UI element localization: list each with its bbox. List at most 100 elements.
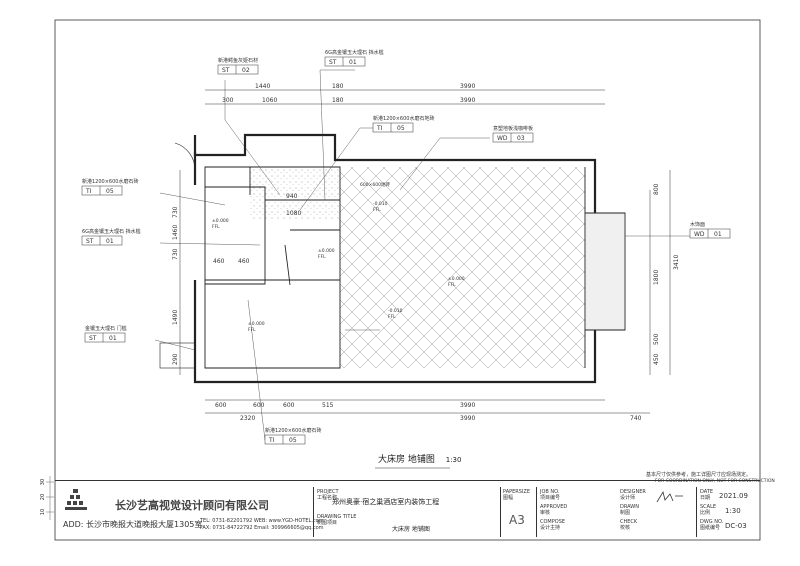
label-code-st01_door: 01 <box>109 335 117 342</box>
approved-label-cn: 审核 <box>540 510 551 516</box>
wood-panel-floor <box>585 213 625 330</box>
check-label-en: CHECK <box>620 519 638 525</box>
label-box-st01_top <box>324 56 366 67</box>
label-desc-ti05_left: 新港1200×600水磨石砖 <box>82 178 138 185</box>
label-box-st02 <box>217 64 259 75</box>
dim-right-0: 800 <box>653 183 660 195</box>
dim-right-3: 500 <box>653 333 660 345</box>
label-tag-wd01: WD <box>694 231 705 238</box>
room-note-3: FFL <box>248 327 256 333</box>
label-desc-ti05_bottom: 新港1200×600水磨石砖 <box>265 427 321 434</box>
label-tag-wd03: WD <box>497 135 508 142</box>
scale-label-en: SCALE <box>700 504 717 510</box>
label-box-ti05_bottom <box>264 434 306 445</box>
label-box-wd01 <box>689 228 731 239</box>
coordination-note-cn: 基本尺寸仅供参考，施工详图尺寸应现场测定。 <box>646 472 752 478</box>
dim-left-4: 290 <box>172 353 179 365</box>
job-label-en: JOB NO. <box>540 489 560 495</box>
dim-left-0: 730 <box>172 206 179 218</box>
label-tag-ti05_top: TI <box>376 125 383 132</box>
dim-bottom1-3: 515 <box>322 402 334 409</box>
label-code-st01_left: 01 <box>106 238 114 245</box>
dim-bottom2-1: 3990 <box>460 415 475 422</box>
label-code-ti05_left: 05 <box>106 188 114 195</box>
room-note-0: ±0.000 <box>212 218 229 224</box>
label-tag-ti05_left: TI <box>85 188 92 195</box>
coordination-note-en: FOR COORDINATION ONLY, NOT FOR CONSTRUCT… <box>655 479 775 484</box>
company-name: 长沙艺高视觉设计顾问有限公司 <box>115 499 269 512</box>
inner-walls <box>159 142 626 369</box>
drawn-label-cn: 制图 <box>620 510 631 516</box>
drawing-title-value: 大床房 地铺图 <box>392 526 430 533</box>
designer-label-en: DESIGNER <box>620 489 646 495</box>
label-box-st01_left <box>81 235 123 246</box>
job-label-cn: 项目编号 <box>540 495 561 501</box>
drawing-scale: 1:30 <box>445 456 462 464</box>
label-desc-st01_top: 6G高金镶玉大理石 挡水槛 <box>325 49 384 56</box>
project-label-en: PROJECT <box>317 489 339 495</box>
company-fax: FAX: 0731-84722792 Email: 309966605@qq.c… <box>200 525 324 531</box>
room-note-11: FFL <box>388 314 396 320</box>
label-desc-ti05_top: 新港1200×600水磨石地砖 <box>373 115 434 122</box>
dim-inner-1: 460 <box>238 258 250 265</box>
dim-inner-0: 460 <box>213 258 225 265</box>
label-code-st02: 02 <box>242 67 250 74</box>
side-scale-20: 20 <box>40 493 47 501</box>
company-logo <box>65 489 87 511</box>
dim-lines <box>179 89 671 414</box>
room-note-5: FFL <box>318 254 326 260</box>
drawing-title-label-cn: 制图项目 <box>317 520 338 526</box>
drawing-title-label-en: DRAWING TITLE <box>317 514 357 520</box>
room-note-10: -0.010 <box>388 308 403 314</box>
dim-top1-0: 1440 <box>255 83 270 90</box>
dim-top1-1: 180 <box>332 83 344 90</box>
dim-bottom1-1: 600 <box>253 402 265 409</box>
room-notes: ±0.000FFL±0.000FFL±0.000FFL-0.010FFL±0.0… <box>212 181 465 333</box>
room-note-2: ±0.000 <box>248 321 265 327</box>
label-box-wd03 <box>492 132 534 143</box>
project-cell: PROJECT 工程名称 郑州奥豪·宿之巢酒店室内装饰工程 DRAWING TI… <box>313 487 501 537</box>
label-tag-st01_left: ST <box>86 238 94 245</box>
room-note-6: -0.010 <box>373 201 388 207</box>
dim-bottom1-4: 3990 <box>460 402 475 409</box>
approved-label-en: APPROVED <box>540 504 568 510</box>
company-tel: TEL: 0731-82201792 WEB: www.YGD-HOTEL.co… <box>200 518 324 524</box>
side-scale-30: 30 <box>40 478 47 486</box>
label-desc-wd01: 木饰面 <box>690 221 705 228</box>
dim-right-1: 3410 <box>673 255 680 270</box>
dim-inner-3: 940 <box>286 193 298 200</box>
date-value: 2021.09 <box>719 492 748 500</box>
date-label-cn: 日期 <box>700 495 711 501</box>
papersize-label-en: PAPERSIZE <box>503 489 530 495</box>
label-code-ti05_top: 05 <box>397 125 405 132</box>
room-note-12: 600×600地砖 <box>360 181 390 188</box>
label-code-ti05_bottom: 05 <box>289 437 297 444</box>
signoff-cells: JOB NO. 项目编号 APPROVED 审核 COMPOSE 设计主持 DE… <box>536 487 697 537</box>
title-block: 长沙艺高视觉设计顾问有限公司 ADD: 长沙市晚报大道晚报大厦1305室 TEL… <box>55 480 760 541</box>
dim-bottom2-2: 740 <box>630 415 642 422</box>
compose-label-en: COMPOSE <box>540 519 566 525</box>
dim-inner-2: 1080 <box>286 210 301 217</box>
label-box-st01_door <box>84 332 126 343</box>
project-name: 郑州奥豪·宿之巢酒店室内装饰工程 <box>332 498 440 506</box>
dim-right-4: 450 <box>653 353 660 365</box>
label-desc-wd03: 意塑地板浅咖啡板 <box>493 125 533 132</box>
label-code-wd01: 01 <box>714 231 722 238</box>
label-code-wd03: 03 <box>517 135 525 142</box>
dim-left-2: 730 <box>172 248 179 260</box>
papersize-cell: PAPERSIZE 图幅 A3 <box>500 487 537 537</box>
dim-right-2: 1800 <box>653 270 660 285</box>
room-note-8: ±0.000 <box>448 276 465 282</box>
label-box-ti05_top <box>372 122 414 133</box>
dim-bottom1-2: 600 <box>283 402 295 409</box>
dim-left-1: 1460 <box>172 225 179 240</box>
scale-label-cn: 比例 <box>700 510 711 516</box>
drawing-title-text: 大床房 地铺图 <box>378 455 435 465</box>
label-tag-st01_door: ST <box>89 335 97 342</box>
dwg-label-cn: 图纸编号 <box>700 525 721 531</box>
papersize-label-cn: 图幅 <box>503 495 514 501</box>
dim-left-3: 1490 <box>172 310 179 325</box>
label-tag-st02: ST <box>222 67 230 74</box>
